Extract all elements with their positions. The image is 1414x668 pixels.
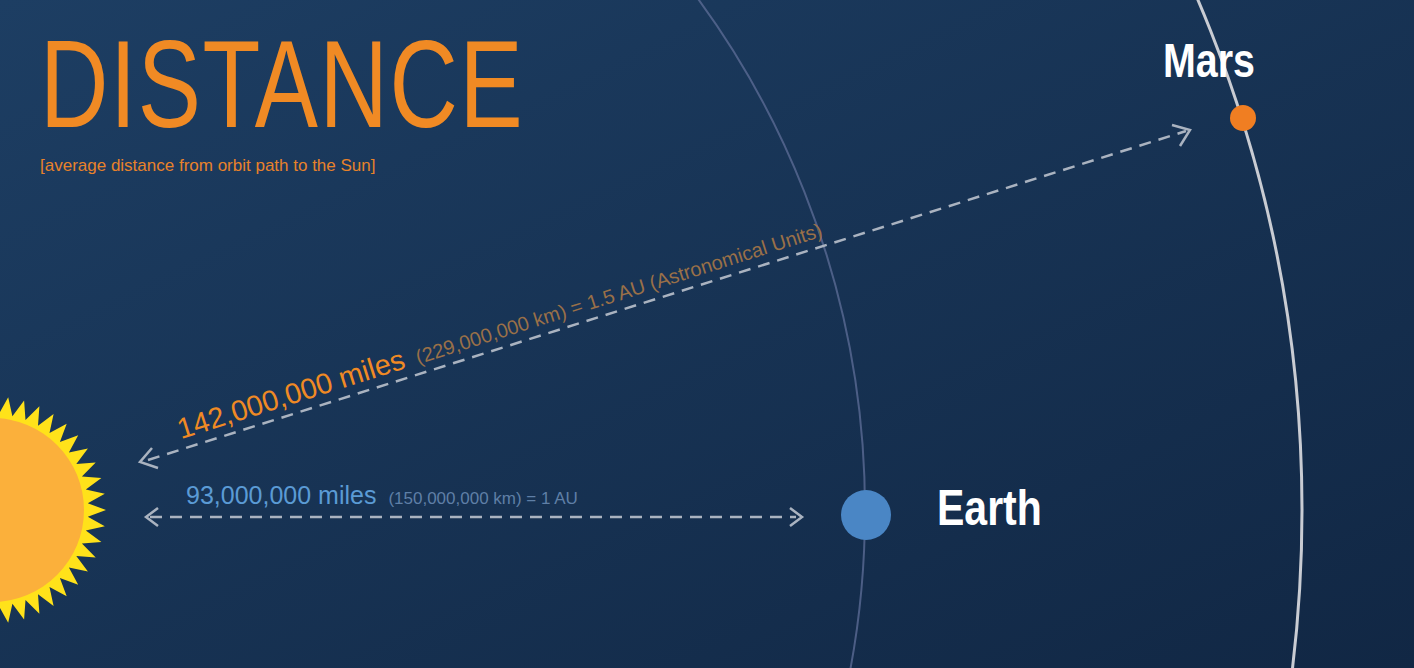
- arrow-head: [1172, 125, 1190, 146]
- diagram-caption: [average distance from orbit path to the…: [40, 156, 375, 176]
- mars-distance-line: [148, 131, 1186, 460]
- arrow-head: [146, 508, 158, 526]
- distance-label: (150,000,000 km) = 1 AU: [388, 489, 577, 509]
- earth-planet: [841, 490, 891, 540]
- arrow-head: [140, 448, 158, 468]
- planet-name: Mars: [1163, 36, 1255, 86]
- arrow-head: [790, 508, 802, 526]
- mars-orbit: [0, 0, 1302, 668]
- planet-label: Earth: [937, 482, 1065, 535]
- diagram-title: DISTANCE: [40, 22, 524, 146]
- distance-label-group: 93,000,000 miles (150,000,000 km) = 1 AU: [186, 481, 578, 510]
- planet-name: Earth: [937, 482, 1042, 535]
- mars-planet: [1230, 105, 1256, 131]
- earth-orbit: [0, 0, 865, 668]
- sun-rays: [0, 396, 106, 624]
- distance-label: 93,000,000 miles: [186, 481, 376, 510]
- earth-distance-line: [150, 516, 796, 519]
- sun: [0, 418, 84, 602]
- planet-label: Mars: [1163, 36, 1275, 86]
